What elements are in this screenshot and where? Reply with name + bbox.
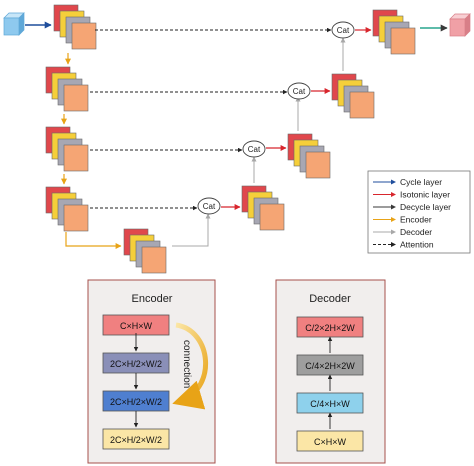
encoder-block-label: C×H×W bbox=[120, 321, 153, 331]
legend-label: Cycle layer bbox=[400, 177, 442, 187]
decoder-block: C×H×W bbox=[296, 430, 364, 452]
encoder-block: C×H×W bbox=[102, 314, 170, 336]
encoder-block-label: 2C×H/2×W/2 bbox=[110, 435, 162, 445]
decoder-block: C/4×2H×2W bbox=[296, 354, 364, 376]
bottleneck-stack bbox=[123, 228, 167, 274]
svg-text:Cat: Cat bbox=[293, 87, 306, 96]
svg-text:Cat: Cat bbox=[337, 26, 350, 35]
legend-item: Isotonic layer bbox=[373, 190, 450, 200]
svg-text:Cat: Cat bbox=[248, 145, 261, 154]
attention-skip-connections bbox=[90, 27, 332, 211]
decoder-block-label: C×H×W bbox=[314, 437, 347, 447]
orange-layer bbox=[349, 91, 375, 119]
output-cube-icon bbox=[449, 13, 471, 37]
legend-item: Attention bbox=[373, 240, 434, 250]
cat-node-level-2: Cat bbox=[287, 82, 311, 100]
decoder-block-label: C/4×2H×2W bbox=[305, 361, 355, 371]
decoder-block: C/2×2H×2W bbox=[296, 316, 364, 338]
orange-layer bbox=[63, 144, 89, 172]
encoder-stack-level-4 bbox=[45, 186, 89, 232]
decoder-block-label: C/2×2H×2W bbox=[305, 323, 355, 333]
cat-node-level-4: Cat bbox=[197, 197, 221, 215]
orange-layer bbox=[390, 27, 416, 55]
encoder-stack-level-3 bbox=[45, 126, 89, 172]
legend-item: Encoder bbox=[373, 215, 432, 225]
encoder-block-label: 2C×H/2×W/2 bbox=[110, 359, 162, 369]
isotonic-arrows bbox=[221, 27, 372, 210]
orange-layer bbox=[305, 151, 331, 179]
legend-label: Decoder bbox=[400, 227, 432, 237]
orange-layer bbox=[71, 22, 97, 50]
encoder-down-arrows bbox=[61, 53, 122, 249]
encoder-block-label: 2C×H/2×W/2 bbox=[110, 397, 162, 407]
connection-label: connection bbox=[181, 340, 192, 388]
encoder-stack-level-1 bbox=[53, 4, 97, 50]
cat-node-level-3: Cat bbox=[242, 140, 266, 158]
decoder-panel-title: Decoder bbox=[309, 293, 351, 305]
orange-layer bbox=[259, 203, 285, 231]
decoder-stack-level-2 bbox=[331, 73, 375, 119]
legend-label: Decycle layer bbox=[400, 202, 451, 212]
encoder-block: 2C×H/2×W/2 bbox=[102, 390, 170, 412]
decoder-stack-level-3 bbox=[287, 133, 331, 179]
cat-node-level-1: Cat bbox=[331, 21, 355, 39]
legend-label: Attention bbox=[400, 240, 434, 250]
legend-label: Isotonic layer bbox=[400, 190, 450, 200]
legend-item: Decycle layer bbox=[373, 202, 451, 212]
decoder-block-label: C/4×H×W bbox=[310, 399, 350, 409]
encoder-panel: Encoder C×H×W 2C×H/2×W/2 2C×H/2×W/2 2C×H/2×… bbox=[87, 279, 216, 464]
legend-label: Encoder bbox=[400, 215, 432, 225]
legend-item: Cycle layer bbox=[373, 177, 442, 187]
legend-item: Decoder bbox=[373, 227, 432, 237]
encoder-panel-title: Encoder bbox=[132, 293, 173, 305]
encoder-block: 2C×H/2×W/2 bbox=[102, 352, 170, 374]
orange-layer bbox=[63, 204, 89, 232]
decoder-stack-level-4 bbox=[241, 185, 285, 231]
svg-text:Cat: Cat bbox=[203, 202, 216, 211]
decoder-up-arrows bbox=[172, 37, 346, 247]
decoder-stack-level-1 bbox=[372, 9, 416, 55]
encoder-stack-level-2 bbox=[45, 66, 89, 112]
decoder-block: C/4×H×W bbox=[296, 392, 364, 414]
decoder-panel: Decoder C/2×2H×2W C/4×2H×2W C/4×H×W C×H×W bbox=[275, 279, 386, 464]
orange-layer bbox=[63, 84, 89, 112]
input-cube-icon bbox=[3, 12, 25, 36]
orange-layer bbox=[141, 246, 167, 274]
encoder-block: 2C×H/2×W/2 bbox=[102, 428, 170, 450]
connection-arc-arrow bbox=[172, 322, 208, 410]
